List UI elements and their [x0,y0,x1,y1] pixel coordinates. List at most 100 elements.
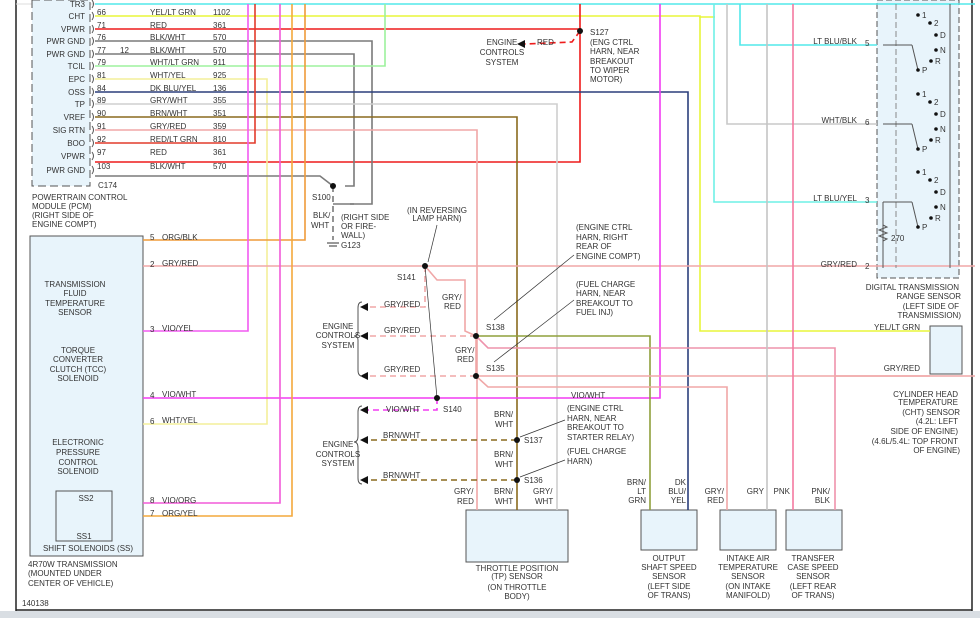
wire-gry-red-iat [475,375,728,510]
label-line: (TP) SENSOR [491,572,543,581]
splice-s141-dot [422,263,428,269]
s127-wire-label: RED [537,38,554,47]
connector-pin-symbol [91,0,94,9]
tcss-sensor-box [785,509,843,551]
wire-label-gry: GRY/ [455,346,475,355]
wire-s127-branch [524,30,581,45]
connector-pin-symbol [91,49,94,59]
wire-tp-355 [95,103,558,510]
label-line: TORQUE [61,346,95,355]
pcm-circuit-number: 355 [213,96,227,105]
s135-note: (FUEL CHARGE HARN, NEAR BREAKOUT TO FUEL… [576,280,635,317]
arrow-engine-controls [360,436,368,444]
wire-label-red: RED [457,355,474,364]
note-line: BREAKOUT TO [576,299,633,308]
pcm-wire-color: RED [150,21,167,30]
arrow-engine-controls [360,372,368,380]
splice-s140-id: S140 [443,405,462,414]
pcm-pin-number: 90 [97,109,106,118]
trans-wire-color: ORG/YEL [162,509,198,518]
pcm-pin-number: 97 [97,148,106,157]
dtr-contact [934,112,938,116]
leader-line [427,224,438,263]
brace-symbol [353,405,363,485]
label-line: ELECTRONIC [52,438,104,447]
pcm-circuit-number: 925 [213,71,227,80]
pcm-pin-cavity: 12 [120,46,129,55]
dtr-position-label: P [922,145,927,154]
wire-label-gry-red: GRY/RED [384,365,421,374]
connector-pin-symbol [91,151,94,161]
leader-line [519,459,566,478]
pcm-wire-color: BRN/WHT [150,109,187,118]
cht-wire-label: GRY/RED [884,364,921,373]
wire-label-wht: WHT [495,420,513,429]
pcm-pin-function: VREF [64,113,85,122]
pcm-pin-function: PWR GND [46,37,85,46]
dtr-contact [929,138,933,142]
wire-label-gry-red: GRY/RED [384,326,421,335]
title-line: (4.2L: LEFT [916,417,958,426]
label-line: PRESSURE [56,448,100,457]
dtr-wire-label: LT BLU/BLK [813,37,857,46]
leader-line [519,419,566,438]
note-line: HARN, NEAR [590,47,640,56]
pcm-pin-number: 91 [97,122,106,131]
dtr-contact [928,100,932,104]
wire-org-yel [143,4,293,517]
arrow-engine-controls [360,303,368,311]
dtr-position-label: P [922,223,927,232]
pcm-title-line: MODULE (PCM) [32,202,92,211]
viewer-bottom-strip [0,611,980,618]
wire-boo-810 [95,4,256,144]
ss1-label: SS1 [76,532,92,541]
wire-cht-1102 [95,15,715,18]
note-line: BREAKOUT TO [567,423,624,432]
pcm-pin-function: VPWR [61,25,85,34]
resistor-icon [877,224,889,242]
label-line: SENSOR [58,308,92,317]
s100-location: WALL) [341,231,365,240]
dtr-contact [916,170,920,174]
connector-pin-symbol [91,112,94,122]
pcm-pin-function: TR3 [70,0,86,9]
oss-pin-label: DK [675,478,687,487]
tcss-pin-label: PNK/ [811,487,830,496]
arrow-engine-controls [360,406,368,414]
cht-sensor-title: CYLINDER HEAD TEMPERATURE (CHT) SENSOR (… [872,390,961,455]
pcm-wire-color: DK BLU/YEL [150,84,197,93]
wire-vpwr-97-361 [95,4,581,163]
wire-label-brn: BRN/ [494,450,514,459]
label-line: SOLENOID [57,374,99,383]
dtr-position-label: 2 [934,98,939,107]
wire-label-wht: WHT [495,460,513,469]
label-line: CONTROLS [480,48,524,57]
splice-s136-id: S136 [524,476,543,485]
dtr-contact [934,127,938,131]
pcm-pin-number: 81 [97,71,106,80]
figure-id: 140138 [22,599,49,608]
pcm-pin-number: 89 [97,96,106,105]
wire-vio-org [143,4,281,504]
label-line: CASE SPEED [787,563,838,572]
wire-label-gry-red: GRY/RED [384,300,421,309]
dtr-position-label: 2 [934,19,939,28]
connector-pin-symbol [91,87,94,97]
dtr-pin-number: 2 [865,262,870,271]
trans-wire-color: VIO/YEL [162,324,194,333]
trans-pin-number: 6 [150,417,155,426]
transmission-pin-labels: 5 ORG/BLK 2 GRY/RED 3 VIO/YEL 4 VIO/WHT … [150,233,199,518]
note-line: (FUEL CHARGE [576,280,635,289]
title-line: CYLINDER HEAD [893,390,958,399]
pcm-circuit-number: 911 [213,58,226,67]
pcm-pin-number: 103 [97,162,111,171]
dtr-position-label: 1 [922,11,927,20]
connector-pin-symbol [91,74,94,84]
pcm-wire-color: BLK/WHT [150,46,186,55]
wire-pwr-gnd-103 [95,175,334,187]
shift-solenoids-label: SHIFT SOLENOIDS (SS) [43,544,133,553]
label-line: MANIFOLD) [726,591,770,600]
wire-label-brn-wht: BRN/WHT [383,471,420,480]
oss-pin-label: GRN [628,496,646,505]
